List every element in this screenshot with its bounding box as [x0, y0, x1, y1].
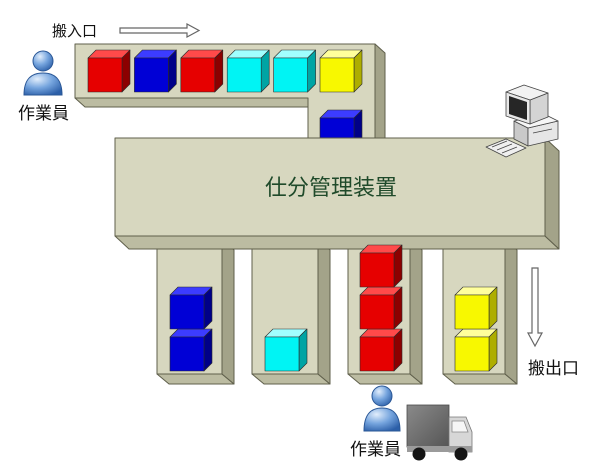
chute-side-face [317, 239, 331, 385]
cube-front-face [264, 336, 300, 372]
cube-front-face [359, 336, 395, 372]
device-bottom-face [114, 235, 560, 250]
cube-front-face [87, 57, 123, 93]
conveyor-bottom-face [74, 97, 319, 108]
truck-wheel [412, 447, 426, 461]
chute-bottom-face [156, 373, 235, 385]
monitor-screen [509, 96, 527, 120]
item-cube-blue [169, 328, 213, 372]
chute-side-face [409, 239, 423, 385]
computer-keyboard [485, 138, 527, 158]
item-cube-cyan [226, 49, 270, 93]
device-side-face [544, 137, 560, 250]
chute-1-items [169, 286, 213, 372]
worker-top: 作業員 [18, 50, 69, 124]
cube-front-face [169, 294, 205, 330]
arrow-right-icon [119, 22, 201, 39]
truck-chassis [407, 446, 472, 452]
chute-side-face [221, 239, 235, 385]
chute-bottom-face [347, 373, 423, 385]
device-label: 仕分管理装置 [265, 176, 397, 201]
truck-cargo [406, 404, 450, 448]
conveyor-side-face [374, 43, 386, 141]
keyboard-keys-row [501, 146, 518, 154]
item-cube-yellow [454, 328, 498, 372]
cube-front-face [226, 57, 262, 93]
chute-2-items [264, 328, 308, 372]
outlet-label: 搬出口 [528, 359, 579, 379]
keyboard-keys-row [491, 140, 508, 148]
chute-side-face [504, 239, 518, 385]
cube-front-face [134, 57, 169, 93]
truck-window [451, 420, 469, 433]
worker-label: 作業員 [18, 104, 69, 124]
person-icon [23, 50, 63, 96]
chute-bottom-face [442, 373, 518, 385]
item-cube-cyan [264, 328, 308, 372]
cube-front-face [454, 336, 490, 372]
arrow-down-icon [526, 267, 544, 348]
sorting-device: 仕分管理装置 [114, 137, 560, 250]
cube-front-face [359, 252, 395, 288]
chute-3-items [359, 244, 403, 372]
item-cube-yellow [319, 49, 363, 93]
truck-wheel [454, 447, 468, 461]
cube-front-face [359, 294, 395, 330]
person-head [371, 385, 393, 407]
person-body [363, 407, 401, 432]
device-front-face [114, 137, 546, 237]
person-icon [363, 385, 401, 432]
inlet-label: 搬入口 [52, 22, 97, 40]
cube-front-face [319, 57, 355, 93]
cube-front-face [454, 294, 490, 330]
chute-bottom-face [251, 373, 331, 385]
cube-front-face [169, 336, 205, 372]
computer-monitor [505, 84, 549, 125]
person-head [32, 50, 54, 72]
worker-bottom: 作業員 [350, 385, 401, 460]
item-cube-red [359, 328, 403, 372]
item-cube-red [359, 286, 403, 330]
cube-front-face [273, 57, 308, 93]
person-body [23, 72, 63, 96]
incoming-items [87, 49, 363, 93]
item-cube-blue [169, 286, 213, 330]
chute-4-items [454, 286, 498, 372]
item-cube-red [359, 244, 403, 288]
item-cube-red [180, 49, 224, 93]
item-cube-red [87, 49, 131, 93]
truck-icon [406, 404, 473, 461]
item-cube-cyan [273, 49, 316, 93]
case-drive-slot [532, 128, 553, 134]
cube-front-face [180, 57, 216, 93]
computer-icon [485, 84, 559, 158]
keyboard-keys-row [496, 143, 513, 151]
chute-2 [251, 239, 331, 385]
item-cube-yellow [454, 286, 498, 330]
item-cube-blue [134, 49, 177, 93]
worker-label: 作業員 [350, 440, 401, 460]
keyboard-body [485, 138, 527, 158]
